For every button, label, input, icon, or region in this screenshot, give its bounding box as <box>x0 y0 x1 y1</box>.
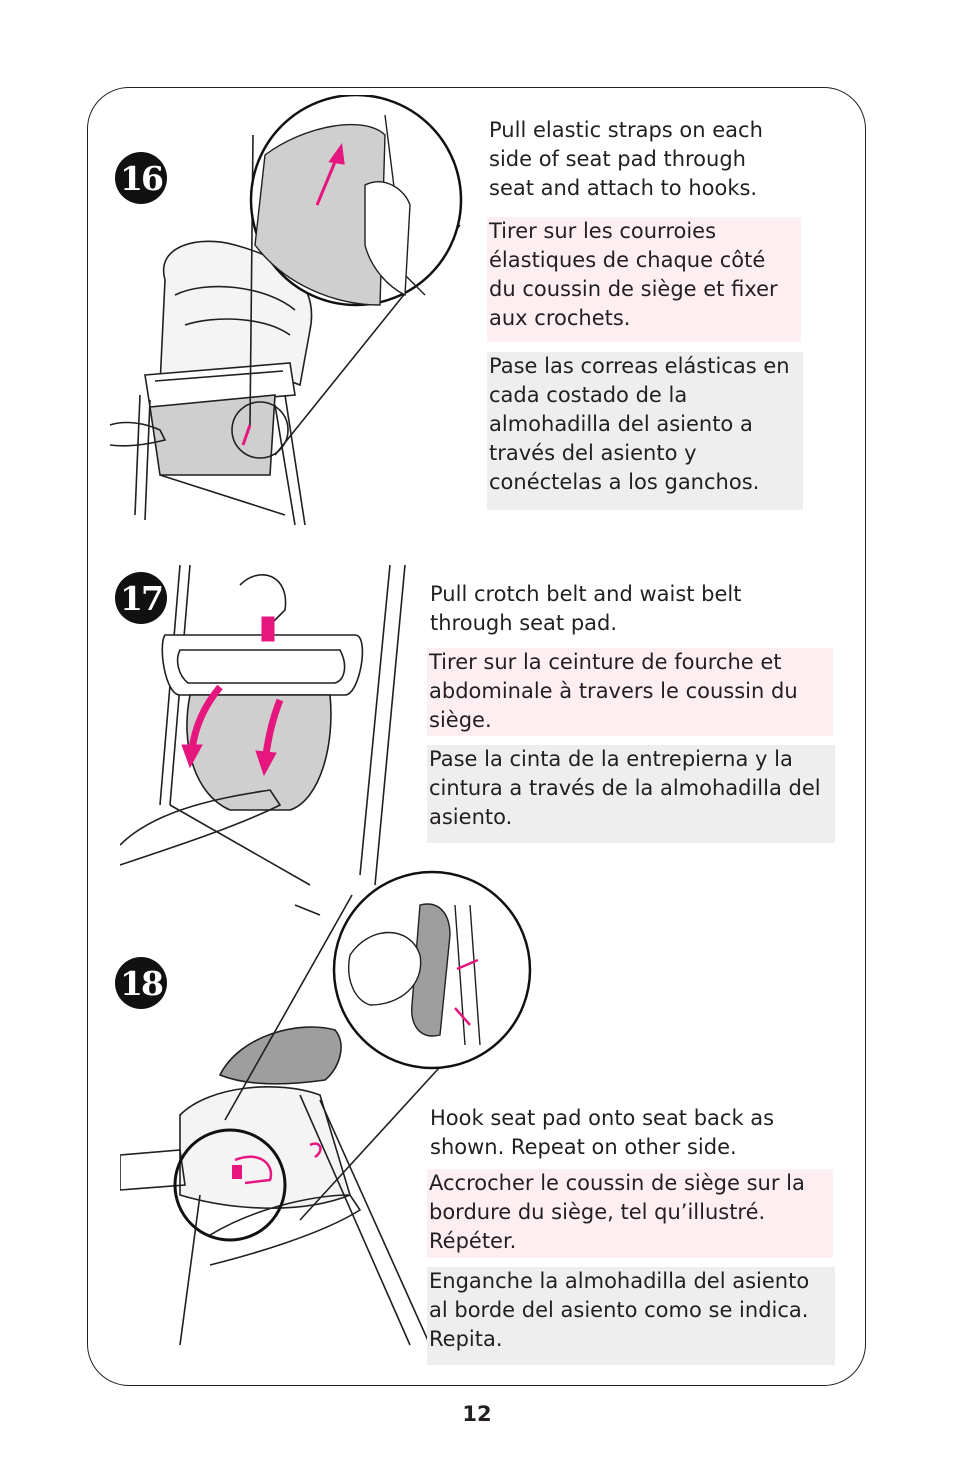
step-18-illustration <box>120 870 532 1346</box>
page-frame <box>87 87 866 1386</box>
page-number: 12 <box>462 1402 492 1426</box>
step-16-number: 16 <box>120 158 164 198</box>
step-16-french-text: Tirer sur les courroies élastiques de ch… <box>487 217 801 342</box>
step-17-english-text: Pull crotch belt and waist belt through … <box>430 582 742 635</box>
step-18-english-text: Hook seat pad onto seat back as shown. R… <box>430 1106 775 1159</box>
step-16-spanish-text: Pase las correas elásticas en cada costa… <box>487 352 803 510</box>
step-18-spanish-text: Enganche la almohadilla del asiento al b… <box>427 1267 835 1365</box>
step-18-badge: 18 <box>115 957 167 1009</box>
step-17-number: 17 <box>120 578 164 618</box>
step-17-badge: 17 <box>115 572 167 624</box>
step-17-spanish-text: Pase la cinta de la entrepierna y la cin… <box>427 745 835 843</box>
step-16-illustration <box>109 95 463 526</box>
step-17-french-text: Tirer sur la ceinture de fourche et abdo… <box>427 648 833 736</box>
step-16-badge: 16 <box>115 152 167 204</box>
step-17-illustration <box>120 565 406 916</box>
step-16-english-text: Pull elastic straps on each side of seat… <box>489 118 763 200</box>
step-18-french-text: Accrocher le coussin de siège sur la bor… <box>427 1169 833 1258</box>
step-18-number: 18 <box>120 963 164 1003</box>
